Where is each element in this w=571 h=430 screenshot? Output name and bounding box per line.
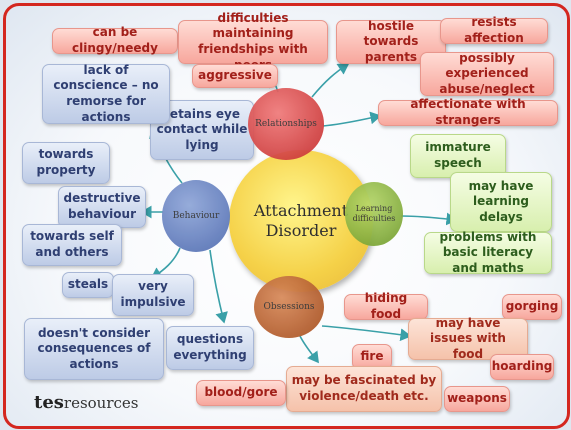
item-abuse: possibly experienced abuse/neglect [420,51,554,96]
item-destructive: destructive behaviour [58,186,146,228]
item-fascinated: may be fascinated by violence/death etc. [286,366,442,412]
item-consequences: doesn't consider consequences of actions [24,318,164,380]
item-weapons: weapons [444,386,510,412]
arrow-obs-fascinated [299,335,319,364]
item-steals: steals [62,272,114,298]
category-obsessions-label: Obsessions [263,302,315,312]
item-resists: resists affection [440,15,548,45]
arrow-learn-delays [400,212,458,226]
item-blood-gore: blood/gore [196,380,286,406]
item-impulsive: very impulsive [112,274,194,316]
category-relationships: Relationships [248,88,324,160]
category-learning-label: Learning difficulties [352,204,396,223]
item-affectionate: affectionate with strangers [378,97,558,127]
category-behaviour-label: Behaviour [172,211,220,221]
arrow-obs-issues [321,325,412,342]
logo-tes: tes [34,392,64,413]
category-learning: Learning difficulties [345,182,403,246]
tes-resources-logo: tesresources [34,392,139,413]
item-clingy: can be clingy/needy [52,25,178,55]
item-fire: fire [352,344,392,370]
item-friendships: difficulties maintaining friendships wit… [178,11,328,72]
category-relationships-label: Relationships [255,119,317,129]
item-delays: may have learning delays [450,172,552,232]
item-questions: questions everything [166,326,254,370]
item-conscience: lack of conscience – no remorse for acti… [42,63,170,124]
item-self-others: towards self and others [22,224,122,266]
category-behaviour: Behaviour [162,180,230,252]
item-hoarding: hoarding [490,354,554,380]
item-aggressive: aggressive [192,64,278,88]
item-literacy: problems with basic literacy and maths [424,230,552,275]
arrow-rel-affectionate [322,111,382,127]
item-hiding-food: hiding food [344,291,428,321]
arrow-beh-questions [209,249,228,324]
arrow-rel-hostile [311,63,350,98]
logo-resources: resources [63,394,139,412]
item-property: towards property [22,142,110,184]
central-topic-label: Attachment Disorder [253,201,349,240]
item-issues-food: may have issues with food [408,316,528,361]
item-gorging: gorging [502,294,562,320]
category-obsessions: Obsessions [254,276,324,338]
